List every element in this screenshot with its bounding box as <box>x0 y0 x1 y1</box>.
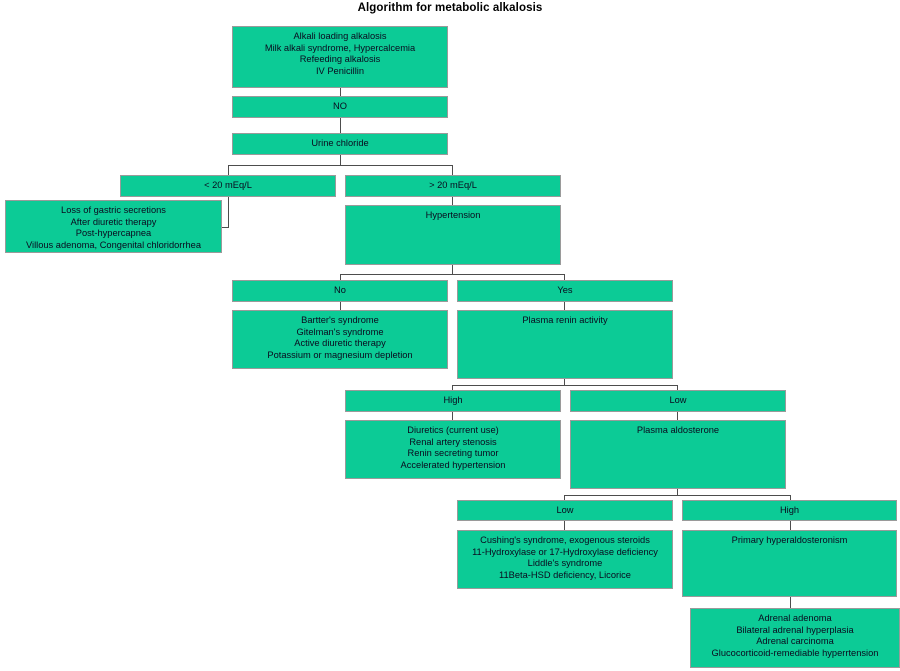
connector-aldosterone-stem <box>677 489 678 495</box>
node-primary-hyperaldosteronism-causes[interactable]: Adrenal adenoma Bilateral adrenal hyperp… <box>690 608 900 668</box>
connector-lt20-stem <box>228 197 229 227</box>
connector-hypertension-yes-drop <box>564 274 565 280</box>
connector-urine-chloride-stem <box>340 155 341 165</box>
connector-htn-yes-to-renin <box>564 302 565 310</box>
connector-renin-low-to-aldosterone <box>677 412 678 420</box>
connector-aldosterone-low-drop <box>564 495 565 500</box>
node-no-top[interactable]: NO <box>232 96 448 118</box>
node-low-aldosterone-causes[interactable]: Cushing's syndrome, exogenous steroids 1… <box>457 530 673 589</box>
connector-hypertension-stem <box>452 265 453 274</box>
connector-aldo-high-to-primary <box>790 521 791 530</box>
connector-renin-high-drop <box>452 385 453 390</box>
connector-hypertension-bus <box>340 274 565 275</box>
connector-aldosterone-high-drop <box>790 495 791 500</box>
connector-htn-no-to-causes <box>340 302 341 310</box>
connector-lt20-to-causes <box>221 227 229 228</box>
page-title: Algorithm for metabolic alkalosis <box>357 2 543 14</box>
connector-aldosterone-bus <box>564 495 790 496</box>
node-normotensive-causes[interactable]: Bartter's syndrome Gitelman's syndrome A… <box>232 310 448 369</box>
node-hypertension[interactable]: Hypertension <box>345 205 561 265</box>
node-plasma-renin-activity[interactable]: Plasma renin activity <box>457 310 673 379</box>
connector-urine-chloride-left-drop <box>228 165 229 175</box>
connector-urine-chloride-right-drop <box>452 165 453 175</box>
connector-renin-stem <box>564 379 565 385</box>
connector-renin-low-drop <box>677 385 678 390</box>
connector-aldo-low-to-causes <box>564 521 565 530</box>
node-chloride-lt-20[interactable]: < 20 mEq/L <box>120 175 336 197</box>
connector-hypertension-no-drop <box>340 274 341 280</box>
connector-alkali-to-no <box>340 88 341 96</box>
node-aldosterone-high[interactable]: High <box>682 500 897 521</box>
node-urine-chloride[interactable]: Urine chloride <box>232 133 448 155</box>
node-aldosterone-low[interactable]: Low <box>457 500 673 521</box>
node-chloride-gt-20[interactable]: > 20 mEq/L <box>345 175 561 197</box>
node-renin-high[interactable]: High <box>345 390 561 412</box>
connector-renin-bus <box>452 385 677 386</box>
node-hypertension-yes[interactable]: Yes <box>457 280 673 302</box>
connector-no-to-urine-chloride <box>340 118 341 133</box>
node-low-chloride-causes[interactable]: Loss of gastric secretions After diureti… <box>5 200 222 253</box>
node-hypertension-no[interactable]: No <box>232 280 448 302</box>
node-alkali-loading-alkalosis[interactable]: Alkali loading alkalosis Milk alkali syn… <box>232 26 448 88</box>
node-high-renin-causes[interactable]: Diuretics (current use) Renal artery ste… <box>345 420 561 479</box>
node-plasma-aldosterone[interactable]: Plasma aldosterone <box>570 420 786 489</box>
node-primary-hyperaldosteronism[interactable]: Primary hyperaldosteronism <box>682 530 897 597</box>
connector-primary-to-causes <box>790 597 791 608</box>
connector-urine-chloride-bus <box>228 165 453 166</box>
connector-gt20-to-hypertension <box>452 197 453 205</box>
connector-renin-high-to-causes <box>452 412 453 420</box>
node-renin-low[interactable]: Low <box>570 390 786 412</box>
